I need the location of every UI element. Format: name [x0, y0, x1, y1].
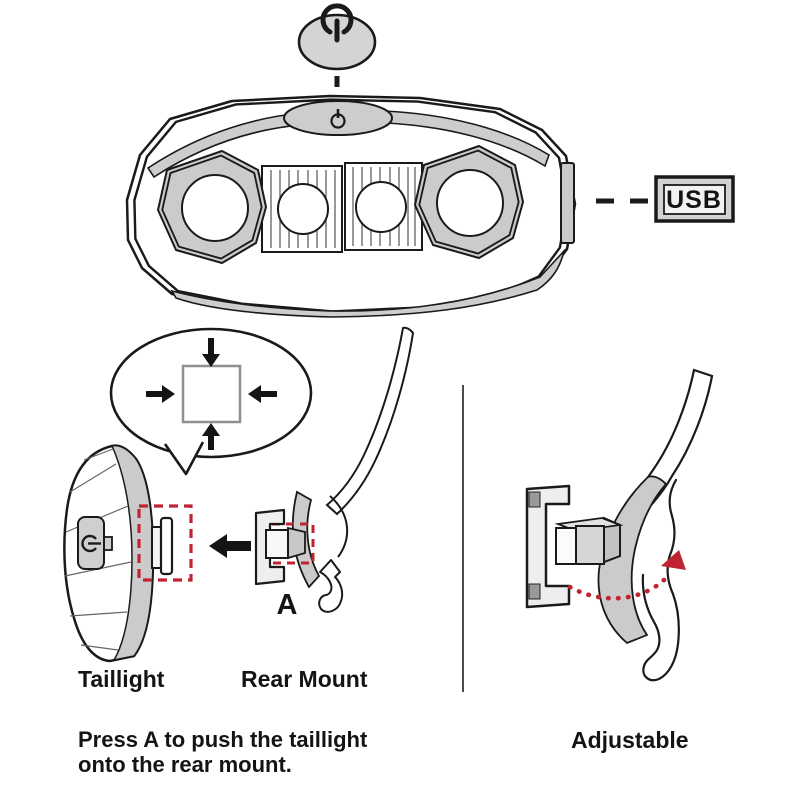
small-led-right	[355, 181, 407, 233]
led-bezel-right	[414, 145, 524, 259]
bottom-band	[170, 248, 566, 318]
usb-label: USB	[654, 175, 735, 223]
taillight-side-view	[63, 444, 193, 663]
bubble-tail	[163, 441, 205, 476]
small-power-icon	[330, 109, 346, 129]
rear-mount-label: Rear Mount	[241, 666, 368, 692]
side-gray-band	[110, 444, 154, 662]
instruction-line1: Press A to push the taillight	[78, 727, 368, 752]
saddle-rail	[325, 326, 415, 516]
press-in-arrows-icon	[109, 327, 313, 476]
side-power-icon	[81, 534, 101, 553]
usb-text: USB	[666, 186, 722, 214]
small-led-left	[277, 183, 329, 235]
mount-button-large	[554, 516, 624, 565]
clip-square	[181, 364, 242, 424]
curved-dotted-arrow-icon	[567, 550, 686, 601]
left-arrow-icon	[209, 534, 251, 558]
usb-port-flap-icon	[560, 162, 575, 244]
instruction-line2: onto the rear mount.	[78, 752, 292, 777]
adjustable-label: Adjustable	[571, 727, 689, 753]
center-panels	[261, 162, 423, 253]
seat-contour	[329, 495, 349, 558]
highlight-dashed-box	[137, 504, 193, 582]
power-icon	[297, 3, 377, 71]
adjustable-view	[525, 368, 714, 682]
rear-mount-view: A	[209, 326, 415, 621]
seat-contour-large	[641, 478, 680, 682]
mount-bracket-large	[525, 484, 571, 609]
taillight-label: Taillight	[78, 666, 165, 692]
led-lens-right	[436, 169, 504, 237]
taillight-front-view	[125, 94, 577, 318]
led-lens-left	[181, 174, 249, 242]
side-power-button	[77, 516, 113, 570]
led-bezel-left	[157, 150, 267, 264]
press-point-label: A	[277, 589, 298, 621]
rail-hook	[318, 559, 344, 613]
mount-tab	[151, 516, 174, 576]
mount-button	[265, 526, 306, 560]
